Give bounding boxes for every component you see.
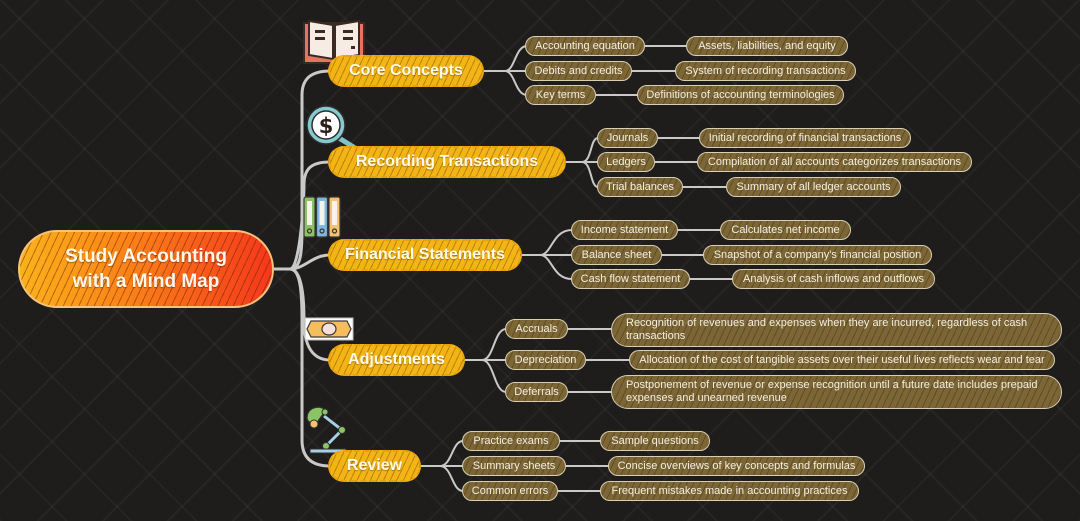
subtopic-label: Balance sheet <box>581 249 652 261</box>
subtopic-depreciation[interactable]: Depreciation <box>505 350 586 370</box>
subtopic-income-statement[interactable]: Income statement <box>571 220 678 240</box>
subtopic-debits-and-credits[interactable]: Debits and credits <box>525 61 632 81</box>
topic-label: Financial Statements <box>344 246 506 263</box>
detail-deferrals[interactable]: Postponement of revenue or expense recog… <box>611 375 1062 409</box>
subtopic-trial-balances[interactable]: Trial balances <box>597 177 683 197</box>
subtopic-label: Ledgers <box>606 156 646 168</box>
detail-balance-sheet[interactable]: Snapshot of a company's financial positi… <box>703 245 932 265</box>
detail-label: Frequent mistakes made in accounting pra… <box>611 485 848 497</box>
subtopic-label: Practice exams <box>473 435 549 447</box>
subtopic-practice-exams[interactable]: Practice exams <box>462 431 560 451</box>
root-title: Study Accounting with a Mind Map <box>65 244 227 294</box>
detail-debits-and-credits[interactable]: System of recording transactions <box>675 61 856 81</box>
detail-label: Snapshot of a company's financial positi… <box>713 249 922 261</box>
subtopic-deferrals[interactable]: Deferrals <box>505 382 568 402</box>
subtopic-ledgers[interactable]: Ledgers <box>597 152 655 172</box>
dollar-magnifier-icon: $ <box>306 105 358 151</box>
detail-practice-exams[interactable]: Sample questions <box>600 431 710 451</box>
detail-label: Allocation of the cost of tangible asset… <box>639 354 1045 366</box>
detail-depreciation[interactable]: Allocation of the cost of tangible asset… <box>629 350 1055 370</box>
subtopic-summary-sheets[interactable]: Summary sheets <box>462 456 566 476</box>
detail-cash-flow-statement[interactable]: Analysis of cash inflows and outflows <box>732 269 935 289</box>
subtopic-accruals[interactable]: Accruals <box>505 319 568 339</box>
subtopic-cash-flow-statement[interactable]: Cash flow statement <box>571 269 690 289</box>
svg-text:$: $ <box>319 114 334 138</box>
detail-trial-balances[interactable]: Summary of all ledger accounts <box>726 177 901 197</box>
subtopic-label: Debits and credits <box>534 65 623 77</box>
detail-label: System of recording transactions <box>685 65 846 77</box>
root-node[interactable]: Study Accounting with a Mind Map <box>18 230 274 308</box>
detail-accruals[interactable]: Recognition of revenues and expenses whe… <box>611 313 1062 347</box>
topic-core-concepts[interactable]: Core Concepts <box>328 55 484 87</box>
subtopic-label: Common errors <box>471 485 549 497</box>
subtopic-label: Accounting equation <box>535 40 635 52</box>
binders-icon <box>303 196 341 238</box>
topic-label: Adjustments <box>348 351 445 368</box>
subtopic-label: Income statement <box>580 224 669 236</box>
detail-label: Assets, liabilities, and equity <box>698 40 836 52</box>
detail-label: Compilation of all accounts categorizes … <box>707 156 962 168</box>
detail-ledgers[interactable]: Compilation of all accounts categorizes … <box>697 152 972 172</box>
detail-accounting-equation[interactable]: Assets, liabilities, and equity <box>686 36 848 56</box>
topic-recording-transactions[interactable]: Recording Transactions <box>328 146 566 178</box>
detail-label: Summary of all ledger accounts <box>736 181 891 193</box>
detail-common-errors[interactable]: Frequent mistakes made in accounting pra… <box>600 481 859 501</box>
root-title-line-2: with a Mind Map <box>72 271 220 292</box>
topic-financial-statements[interactable]: Financial Statements <box>328 239 522 271</box>
subtopic-label: Cash flow statement <box>580 273 681 285</box>
subtopic-label: Key terms <box>535 89 586 101</box>
subtopic-label: Deferrals <box>514 386 559 398</box>
detail-label: Concise overviews of key concepts and fo… <box>617 460 856 472</box>
subtopic-label: Summary sheets <box>472 460 556 472</box>
detail-label: Definitions of accounting terminologies <box>646 89 835 101</box>
detail-label: Calculates net income <box>731 224 840 236</box>
banknote-icon <box>304 317 354 341</box>
topic-label: Core Concepts <box>349 62 463 79</box>
subtopic-journals[interactable]: Journals <box>597 128 658 148</box>
detail-label: Analysis of cash inflows and outflows <box>743 273 924 285</box>
detail-label: Sample questions <box>611 435 699 447</box>
subtopic-label: Trial balances <box>605 181 675 193</box>
detail-label: Postponement of revenue or expense recog… <box>626 379 1038 404</box>
detail-label: Recognition of revenues and expenses whe… <box>626 317 1028 342</box>
subtopic-accounting-equation[interactable]: Accounting equation <box>525 36 645 56</box>
detail-journals[interactable]: Initial recording of financial transacti… <box>699 128 911 148</box>
detail-label: Initial recording of financial transacti… <box>708 132 902 144</box>
detail-key-terms[interactable]: Definitions of accounting terminologies <box>637 85 844 105</box>
detail-summary-sheets[interactable]: Concise overviews of key concepts and fo… <box>608 456 865 476</box>
subtopic-label: Journals <box>606 132 649 144</box>
subtopic-common-errors[interactable]: Common errors <box>462 481 558 501</box>
root-title-line-1: Study Accounting <box>65 246 227 267</box>
topic-adjustments[interactable]: Adjustments <box>328 344 465 376</box>
subtopic-key-terms[interactable]: Key terms <box>525 85 596 105</box>
topic-label: Review <box>346 457 403 474</box>
subtopic-label: Accruals <box>515 323 558 335</box>
subtopic-label: Depreciation <box>514 354 577 366</box>
subtopic-balance-sheet[interactable]: Balance sheet <box>571 245 662 265</box>
topic-label: Recording Transactions <box>355 153 539 170</box>
topic-review[interactable]: Review <box>328 450 421 482</box>
desk-lamp-icon <box>306 406 347 454</box>
detail-income-statement[interactable]: Calculates net income <box>720 220 851 240</box>
